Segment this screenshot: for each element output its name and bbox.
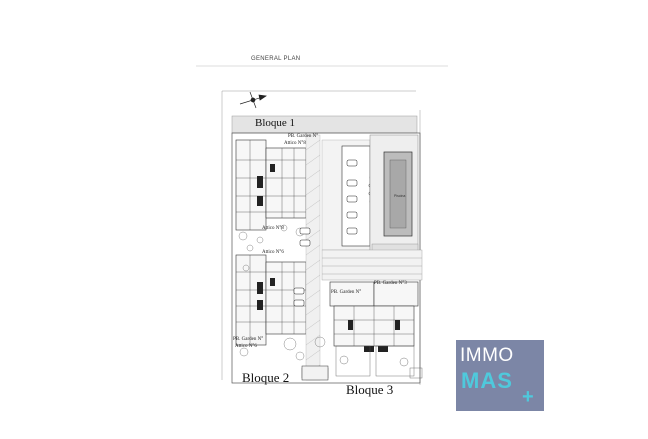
pool-inner (389, 159, 407, 229)
unit-label-b2-attico-2: Attico N°6 (235, 344, 257, 349)
logo-line-2: MAS (461, 368, 513, 393)
west-walkway (305, 134, 321, 381)
logo-line-1: IMMO (460, 345, 514, 366)
bloque3-stairs (348, 320, 400, 352)
bloque3-details (334, 306, 414, 346)
west-unit-details (236, 140, 306, 345)
stair-blocks (257, 164, 275, 310)
north-arrow-icon (239, 91, 267, 109)
unit-label-b1-attico: Attico N°8 (284, 141, 306, 146)
immomas-logo: IMMO MAS + (456, 340, 544, 411)
unit-label-b1-garden: PB. Garden N° (288, 134, 319, 139)
entry-gate (301, 365, 329, 381)
block-1-label: Bloque 1 (255, 117, 296, 129)
block-3-label: Bloque 3 (346, 382, 394, 397)
pool-label: Piscina (394, 194, 406, 198)
logo-plus-icon: + (522, 386, 534, 408)
page-title: GENERAL PLAN (251, 56, 301, 62)
unit-label-b2-attico: Attico N°6 (262, 250, 284, 255)
unit-label-b3-garden-b: PB. Garden N°3 (374, 281, 407, 286)
unit-label-b3-garden-a: PB. Garden N° (331, 290, 362, 295)
west-gardens (238, 224, 326, 361)
unit-label-b1-attico-2: Attico N°8 (262, 226, 284, 231)
central-ramp (321, 249, 423, 281)
unit-label-b2-garden: PB. Garden N° (233, 337, 264, 342)
block-2-label: Bloque 2 (242, 370, 290, 385)
